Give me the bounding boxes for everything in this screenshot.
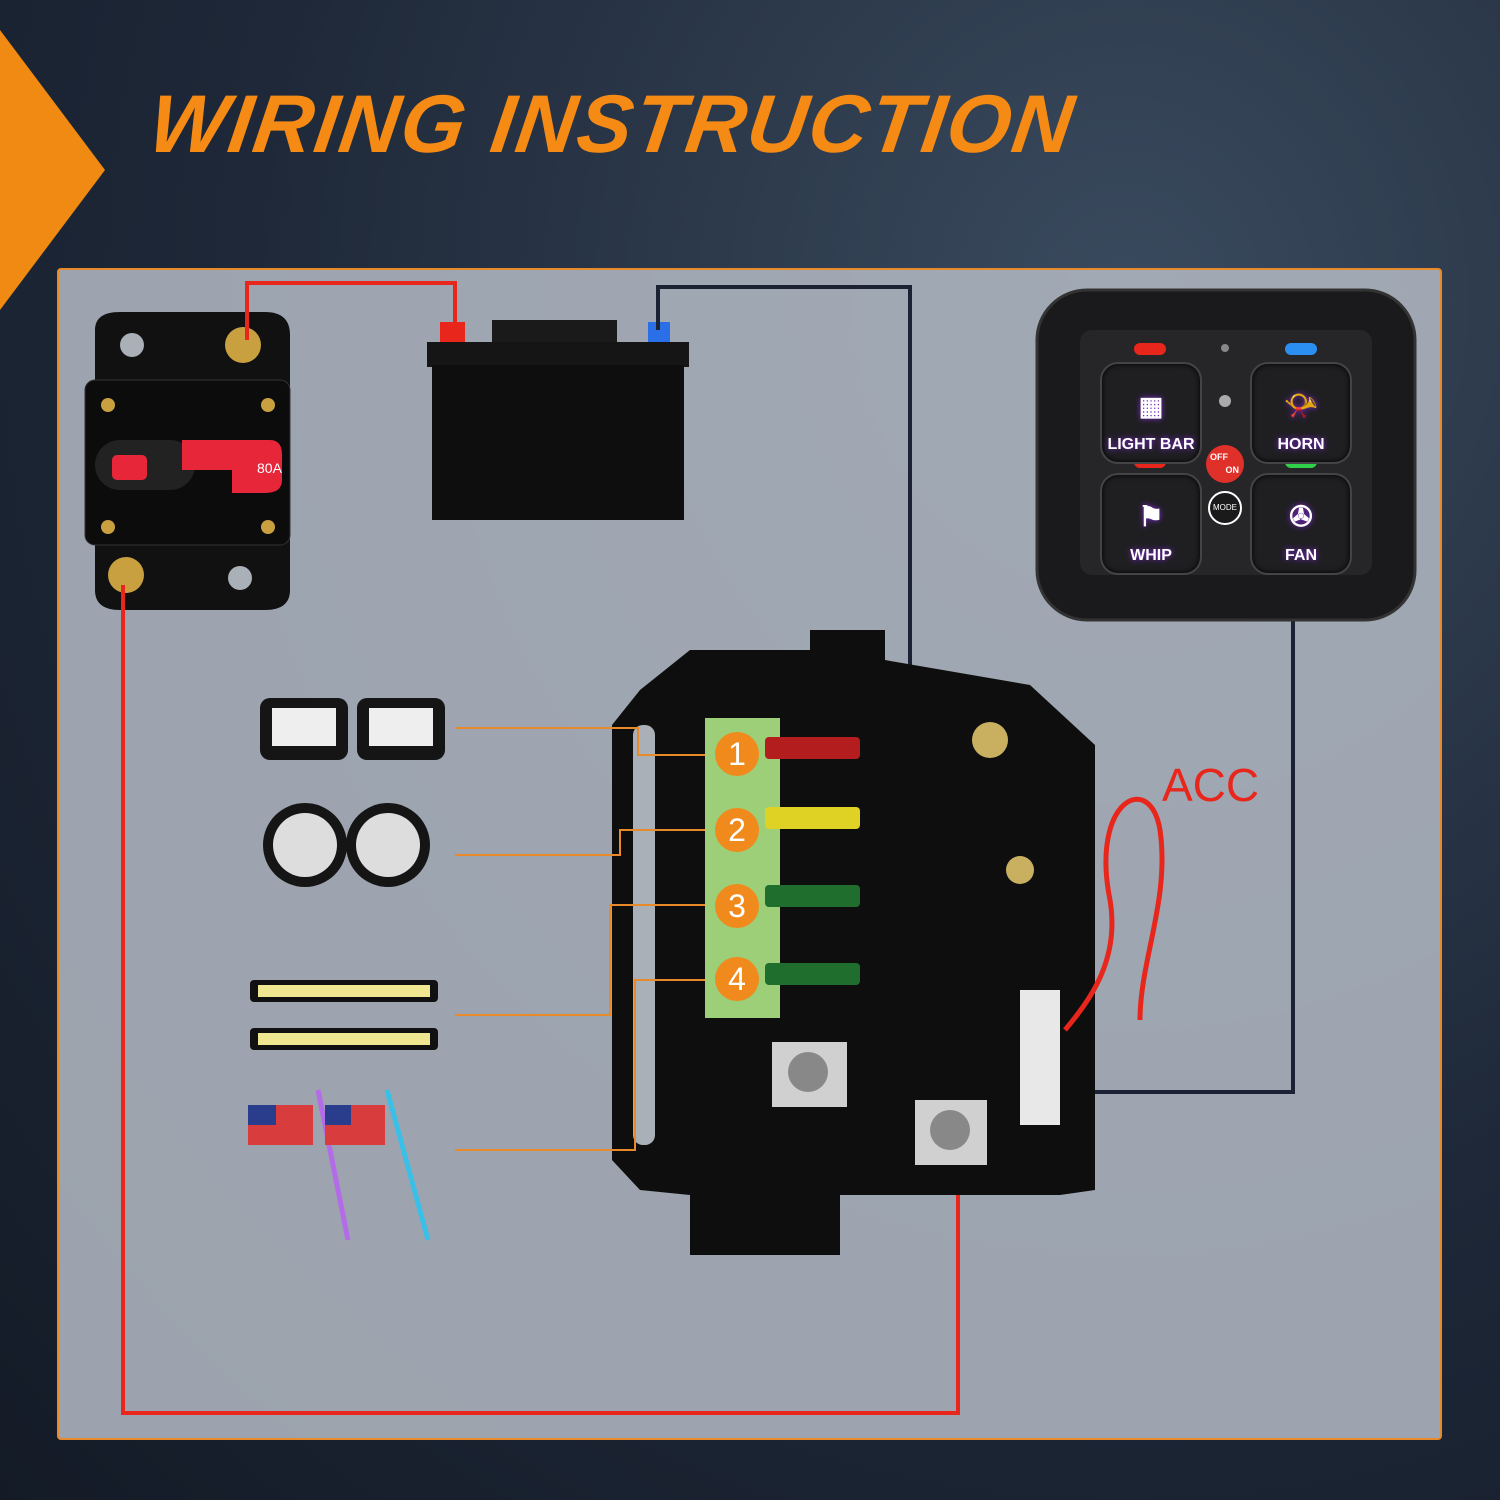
work-lights — [260, 698, 445, 760]
whip-lights — [248, 1089, 431, 1241]
light-bar-icon: ▦ — [1138, 391, 1164, 421]
battery — [427, 320, 689, 520]
acc-wire — [1063, 796, 1165, 1032]
switch-button-horn[interactable]: 📯 HORN — [1250, 362, 1352, 464]
button-label: WHIP — [1130, 547, 1172, 564]
round-lights — [263, 803, 430, 887]
leader-lines — [455, 727, 705, 1151]
power-on-label: ON — [1225, 465, 1240, 475]
positive-wire-breaker-battery — [245, 281, 457, 340]
switch-panel-cable — [1050, 620, 1295, 1094]
fan-icon: ✇ — [1289, 501, 1313, 532]
mode-button[interactable]: MODE — [1208, 491, 1242, 525]
acc-label: ACC — [1162, 759, 1260, 811]
fuse-box — [612, 630, 1095, 1255]
button-label: FAN — [1285, 547, 1317, 564]
power-button[interactable]: OFF ON — [1206, 445, 1244, 483]
switch-button-light-bar[interactable]: ▦ LIGHT BAR — [1100, 362, 1202, 464]
corner-triangle-decoration — [0, 30, 105, 310]
breaker-rating: 80A — [257, 460, 283, 476]
button-label: LIGHT BAR — [1107, 436, 1195, 453]
horn-icon: 📯 — [1283, 390, 1319, 421]
fuse-channel-1: 1 — [715, 732, 759, 776]
fuse-channel-2: 2 — [715, 808, 759, 852]
fuse-channel-3: 3 — [715, 884, 759, 928]
switch-button-fan[interactable]: ✇ FAN — [1250, 473, 1352, 575]
mode-label: MODE — [1213, 503, 1237, 512]
positive-wire-breaker-fusebox — [121, 585, 960, 1415]
switch-button-whip[interactable]: ⚑ WHIP — [1100, 473, 1202, 575]
led-light-bars — [250, 980, 438, 1050]
power-off-label: OFF — [1210, 452, 1228, 462]
circuit-breaker — [84, 312, 291, 610]
flag-icon: ⚑ — [1138, 501, 1164, 532]
fuse-channel-4: 4 — [715, 957, 759, 1001]
button-label: HORN — [1277, 436, 1325, 453]
